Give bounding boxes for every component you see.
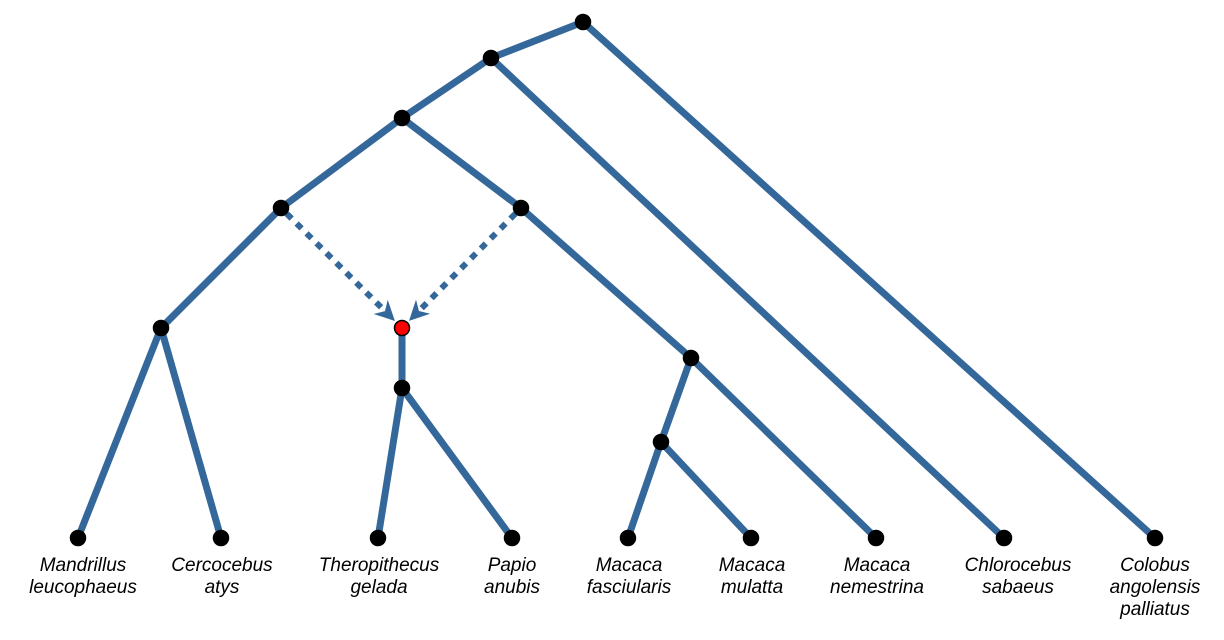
nodes-layer: [69, 13, 1164, 547]
edge-fm-to-macaca-mulatta: [658, 439, 754, 541]
edge-mc-to-mandrillus: [74, 326, 165, 540]
hybrid-edge-left-to-hybrid: [284, 211, 386, 312]
edge-tp-to-papio: [399, 385, 515, 541]
node-right: [512, 199, 530, 217]
taxon-label-line: atys: [205, 577, 240, 598]
edge-n2-to-left: [278, 115, 405, 211]
taxon-label-line: fasciularis: [587, 577, 672, 598]
node-n2: [393, 109, 411, 127]
taxon-label-line: Chlorocebus: [965, 555, 1072, 576]
taxon-label-line: anubis: [484, 577, 540, 598]
edge-fm-to-macaca-fascicularis: [624, 440, 665, 540]
node-theropithecus: [369, 529, 387, 547]
node-macaca-nemestrina: [867, 529, 885, 547]
edge-n1-to-chlorocebus: [488, 55, 1007, 541]
taxon-label-line: angolensis: [1110, 577, 1201, 598]
taxon-label-line: Colobus: [1120, 555, 1190, 576]
edge-macaca-to-macaca-nemestrina: [688, 355, 879, 541]
taxon-label-line: Mandrillus: [40, 555, 127, 576]
node-mc: [152, 319, 170, 337]
hybrid-edge-right-to-hybrid: [418, 211, 518, 312]
taxon-label-line: Macaca: [719, 555, 786, 576]
taxon-label-line: Theropithecus: [319, 555, 440, 576]
hybrid-arrowhead-left: [373, 299, 395, 321]
hybrid-arrowhead-right: [409, 299, 431, 321]
taxon-label-line: gelada: [350, 577, 407, 598]
node-n1: [482, 49, 500, 67]
node-papio: [503, 529, 521, 547]
taxon-label-line: nemestrina: [830, 577, 924, 598]
node-macaca-fascicularis: [619, 529, 637, 547]
edge-left-to-mc: [158, 205, 284, 331]
taxon-label-line: Papio: [488, 555, 537, 576]
edge-macaca-to-fm: [657, 356, 695, 444]
node-macaca-mulatta: [742, 529, 760, 547]
hybrid-node: [393, 319, 411, 337]
taxon-label-line: Macaca: [844, 555, 911, 576]
edges-layer: [74, 18, 1158, 541]
node-macaca: [682, 349, 700, 367]
taxon-label-line: mulatta: [721, 577, 783, 598]
taxon-label-line: sabaeus: [982, 577, 1054, 598]
node-left: [272, 199, 290, 217]
node-root: [574, 13, 592, 31]
edge-n1-to-n2: [400, 55, 493, 121]
node-colobus: [1146, 529, 1164, 547]
node-tp: [393, 379, 411, 397]
hybrid-edges-layer: [284, 211, 518, 321]
edge-n2-to-right: [399, 115, 524, 211]
node-cercocebus: [212, 529, 230, 547]
taxon-label-line: Macaca: [596, 555, 663, 576]
taxon-label-line: Cercocebus: [171, 555, 273, 576]
edge-root-to-colobus: [580, 19, 1158, 541]
node-mandrillus: [69, 529, 87, 547]
edge-mc-to-cercocebus: [157, 327, 225, 539]
node-fm: [652, 433, 670, 451]
node-chlorocebus: [995, 529, 1013, 547]
edge-right-to-macaca: [518, 205, 694, 361]
edge-root-to-n1: [489, 18, 585, 62]
edge-tp-to-theropithecus: [374, 387, 406, 539]
taxon-label-line: palliatus: [1119, 599, 1190, 620]
taxon-label-line: leucophaeus: [29, 577, 137, 598]
